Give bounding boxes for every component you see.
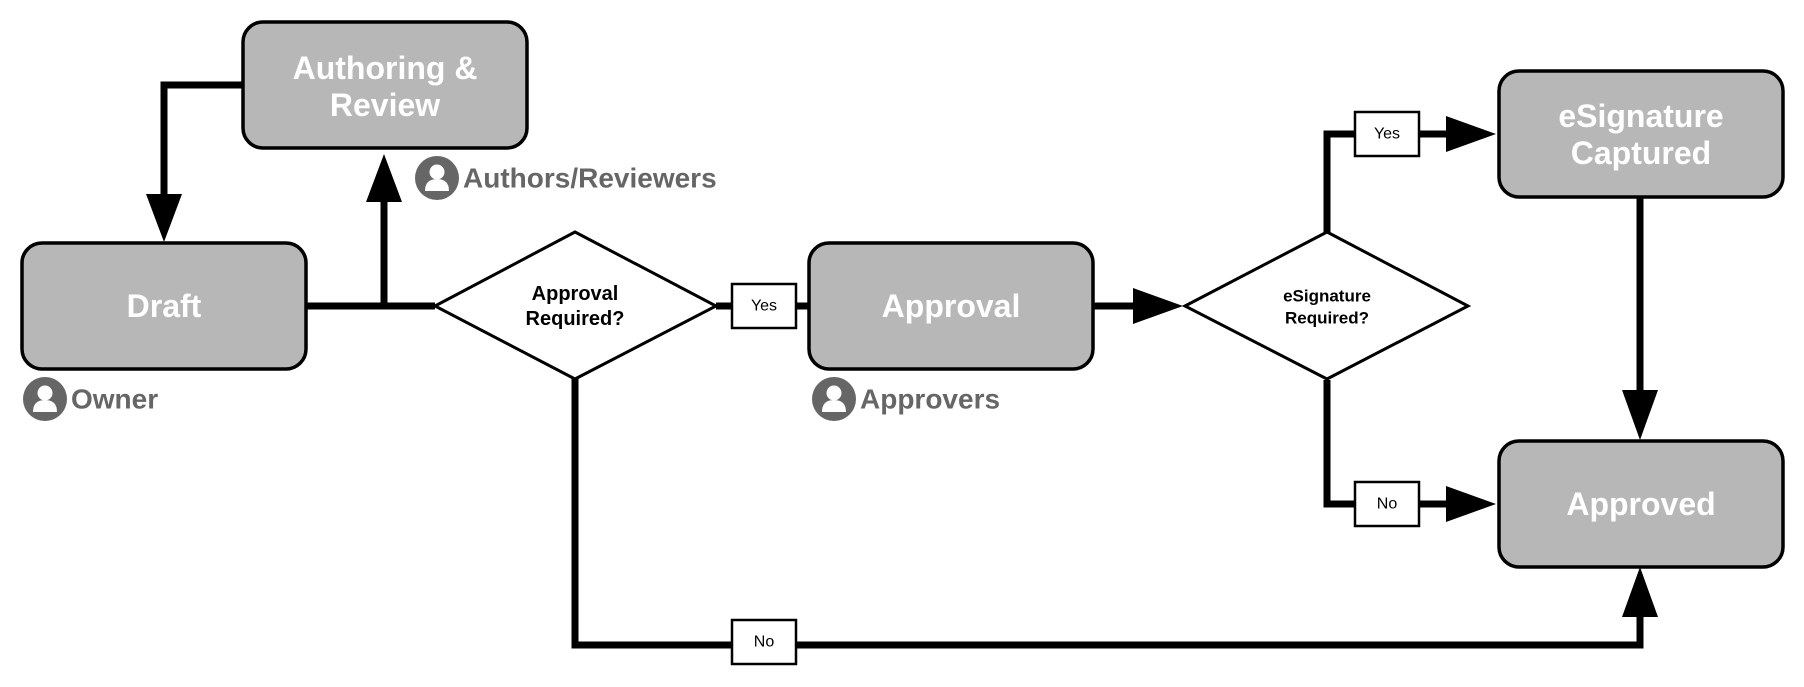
role-owner: Owner bbox=[23, 377, 158, 421]
user-icon bbox=[23, 377, 67, 421]
state-approval-label: Approval bbox=[882, 288, 1021, 324]
branch-label-approval-no: No bbox=[730, 618, 798, 666]
branch-label-esig-yes-text: Yes bbox=[1374, 126, 1400, 143]
role-approvers: Approvers bbox=[812, 377, 1000, 421]
state-approved[interactable]: Approved bbox=[1497, 439, 1785, 569]
state-esignature-captured[interactable]: eSignature Captured bbox=[1497, 69, 1785, 199]
branch-label-esig-no: No bbox=[1353, 480, 1421, 528]
role-owner-label: Owner bbox=[71, 384, 158, 415]
state-authoring-label-line1: Authoring & bbox=[293, 50, 478, 86]
role-authors-reviewers: Authors/Reviewers bbox=[415, 156, 717, 200]
branch-label-approval-yes-text: Yes bbox=[751, 298, 777, 315]
branch-label-approval-yes: Yes bbox=[730, 282, 798, 330]
user-icon bbox=[812, 377, 856, 421]
arrowhead-right-captured bbox=[1446, 116, 1496, 152]
decision-approval-required-line1: Approval bbox=[532, 283, 619, 305]
role-authors-reviewers-label: Authors/Reviewers bbox=[463, 163, 717, 194]
branch-label-esig-no-text: No bbox=[1377, 496, 1398, 513]
arrowhead-right-approved-no bbox=[1446, 486, 1496, 522]
arrowhead-up-authoring bbox=[366, 154, 402, 202]
decision-approval-required-line2: Required? bbox=[526, 308, 625, 330]
state-draft-label: Draft bbox=[127, 288, 202, 324]
decision-esignature-required-line2: Required? bbox=[1285, 309, 1369, 328]
state-authoring-review[interactable]: Authoring & Review bbox=[241, 20, 529, 150]
arrowhead-down-approved bbox=[1622, 390, 1658, 440]
state-authoring-label-line2: Review bbox=[330, 87, 440, 123]
arrowhead-down-draft bbox=[146, 194, 182, 242]
role-approvers-label: Approvers bbox=[860, 384, 1000, 415]
branch-label-esig-yes: Yes bbox=[1353, 110, 1421, 158]
decision-approval-required[interactable]: Approval Required? bbox=[431, 230, 720, 381]
connector-no-to-approved bbox=[571, 377, 1644, 649]
arrowhead-right-esig-decision bbox=[1133, 288, 1183, 324]
branch-label-approval-no-text: No bbox=[754, 634, 775, 651]
state-esignature-captured-line1: eSignature bbox=[1558, 98, 1723, 134]
state-approved-label: Approved bbox=[1566, 486, 1715, 522]
state-esignature-captured-line2: Captured bbox=[1571, 135, 1711, 171]
user-icon bbox=[415, 156, 459, 200]
arrowhead-up-approved bbox=[1622, 567, 1658, 617]
state-draft[interactable]: Draft bbox=[20, 241, 308, 371]
connector-authoring-to-draft bbox=[160, 81, 243, 198]
state-approval[interactable]: Approval bbox=[807, 241, 1095, 371]
decision-esignature-required-line1: eSignature bbox=[1283, 287, 1371, 306]
decision-esignature-required[interactable]: eSignature Required? bbox=[1181, 230, 1472, 381]
arrowheads bbox=[146, 116, 1658, 617]
connectors bbox=[160, 81, 1644, 649]
